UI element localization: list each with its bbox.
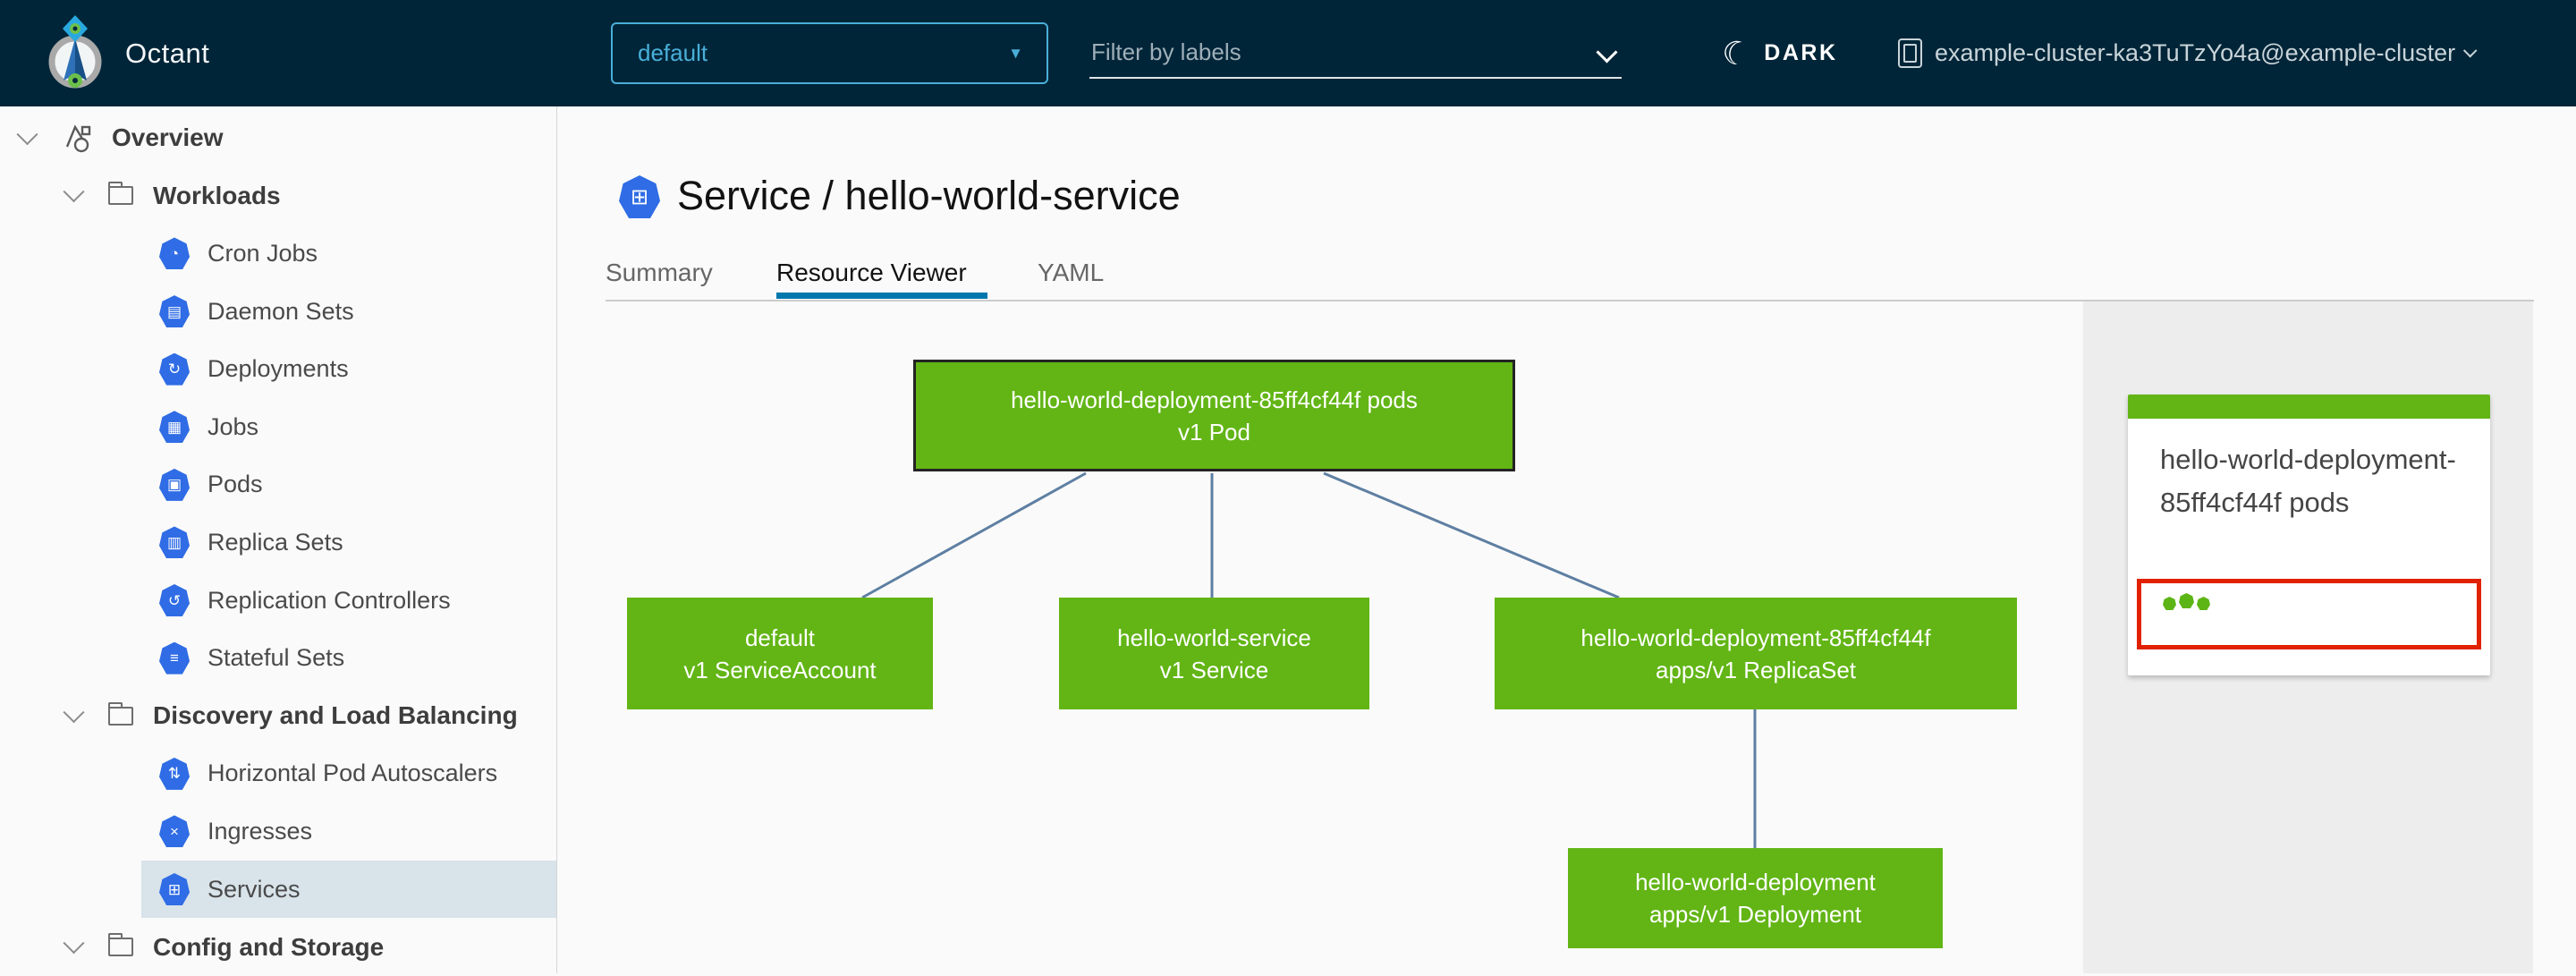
sidebar-item-replication-controllers[interactable]: ↺ Replication Controllers: [0, 572, 556, 630]
sidebar-item-discovery-and-load-balancing[interactable]: Discovery and Load Balancing: [0, 687, 556, 745]
sidebar-item-services[interactable]: ⊞ Services: [0, 861, 556, 919]
folder-icon: [108, 186, 133, 205]
sidebar-item-label: Pods: [208, 471, 263, 498]
sidebar-item-label: Stateful Sets: [208, 644, 344, 672]
sidebar-item-label: Horizontal Pod Autoscalers: [208, 760, 497, 787]
sidebar-item-label: Replica Sets: [208, 529, 343, 556]
sidebar-item-replica-sets[interactable]: ▥ Replica Sets: [0, 513, 556, 572]
chevron-down-icon[interactable]: [63, 701, 84, 723]
tab-yaml[interactable]: YAML: [1038, 253, 1104, 293]
ingresses-icon: ×: [159, 815, 190, 847]
octant-logo: [47, 12, 104, 95]
node-kind: apps/v1 Deployment: [1568, 898, 1943, 930]
node-kind: v1 Pod: [916, 416, 1513, 448]
node-kind: v1 Service: [1059, 654, 1369, 686]
cluster-icon: [1898, 38, 1922, 68]
chevron-down-icon: [2463, 44, 2478, 58]
sidebar-item-pods[interactable]: ▣ Pods: [0, 456, 556, 514]
pod-ok-icon: [2163, 597, 2176, 610]
sidebar-item-horizontal-pod-autoscalers[interactable]: ⇅ Horizontal Pod Autoscalers: [0, 745, 556, 803]
objects-icon: [62, 122, 94, 154]
deployments-icon: ↻: [159, 353, 190, 386]
app-header: Octant default ▼ ☾ DARK example-cluster-…: [0, 0, 2576, 106]
tab-resource-viewer[interactable]: Resource Viewer: [776, 253, 967, 293]
graph-node-pod[interactable]: hello-world-deployment-85ff4cf44f pods v…: [913, 360, 1515, 471]
sidebar-item-ingresses[interactable]: × Ingresses: [0, 802, 556, 861]
stateful-sets-icon: ≡: [159, 642, 190, 675]
sidebar-item-daemon-sets[interactable]: ▤ Daemon Sets: [0, 283, 556, 341]
tab-summary[interactable]: Summary: [606, 253, 713, 293]
graph-node-deployment[interactable]: hello-world-deployment apps/v1 Deploymen…: [1568, 848, 1943, 948]
sidebar-item-label: Services: [208, 876, 301, 904]
replication-controllers-icon: ↺: [159, 584, 190, 616]
node-label: hello-world-deployment-85ff4cf44f pods: [916, 384, 1513, 416]
sidebar-item-overview[interactable]: Overview: [0, 109, 556, 167]
node-label: default: [627, 622, 933, 654]
sidebar-item-label: Jobs: [208, 413, 258, 441]
detail-card: hello-world-deployment-85ff4cf44f pods: [2128, 395, 2490, 675]
active-tab-underline: [776, 293, 987, 299]
services-icon: ⊞: [159, 873, 190, 905]
moon-icon: ☾: [1719, 35, 1754, 72]
pod-status-box[interactable]: [2137, 579, 2481, 649]
main-content: ⊞ Service / hello-world-service Summary …: [558, 106, 2576, 973]
node-label: hello-world-deployment: [1568, 866, 1943, 898]
graph-node-replicaset[interactable]: hello-world-deployment-85ff4cf44f apps/v…: [1495, 598, 2017, 709]
node-kind: v1 ServiceAccount: [627, 654, 933, 686]
theme-toggle-button[interactable]: ☾ DARK: [1722, 0, 1838, 106]
sidebar-item-stateful-sets[interactable]: ≡ Stateful Sets: [0, 629, 556, 687]
cron-jobs-icon: ◔: [159, 237, 190, 269]
sidebar-item-label: Daemon Sets: [208, 298, 354, 326]
chevron-down-icon[interactable]: [63, 932, 84, 954]
detail-card-status-bar: [2128, 395, 2490, 419]
sidebar-item-label: Overview: [112, 123, 224, 152]
node-kind: apps/v1 ReplicaSet: [1495, 654, 2017, 686]
sidebar-item-label: Discovery and Load Balancing: [153, 701, 518, 730]
sidebar-item-workloads[interactable]: Workloads: [0, 167, 556, 225]
daemon-sets-icon: ▤: [159, 295, 190, 327]
sidebar-item-label: Config and Storage: [153, 933, 384, 962]
node-label: hello-world-service: [1059, 622, 1369, 654]
sidebar-item-config-and-storage[interactable]: Config and Storage: [0, 918, 556, 976]
cluster-context-selector[interactable]: example-cluster-ka3TuTzYo4a@example-clus…: [1898, 0, 2478, 106]
chevron-down-icon[interactable]: [1596, 41, 1617, 63]
sidebar-item-jobs[interactable]: ▦ Jobs: [0, 398, 556, 456]
replica-sets-icon: ▥: [159, 526, 190, 558]
sidebar-item-label: Cron Jobs: [208, 240, 318, 267]
folder-icon: [108, 707, 133, 726]
chevron-down-icon[interactable]: [16, 123, 38, 145]
cluster-context-label: example-cluster-ka3TuTzYo4a@example-clus…: [1935, 39, 2455, 67]
app-title: Octant: [125, 0, 209, 106]
sidebar-item-label: Workloads: [153, 182, 281, 210]
node-label: hello-world-deployment-85ff4cf44f: [1495, 622, 2017, 654]
graph-node-service[interactable]: hello-world-service v1 Service: [1059, 598, 1369, 709]
sidebar-item-label: Replication Controllers: [208, 587, 451, 615]
detail-panel: hello-world-deployment-85ff4cf44f pods: [2083, 301, 2533, 973]
folder-icon: [108, 938, 133, 956]
sidebar-item-label: Deployments: [208, 355, 349, 383]
service-icon: ⊞: [619, 175, 660, 218]
caret-down-icon: ▼: [1008, 24, 1023, 82]
sidebar-nav: Overview Workloads ◔ Cron Jobs ▤ Daemon …: [0, 106, 557, 973]
graph-node-serviceaccount[interactable]: default v1 ServiceAccount: [627, 598, 933, 709]
theme-toggle-label: DARK: [1764, 40, 1837, 66]
page-title: Service / hello-world-service: [677, 173, 1181, 219]
sidebar-item-cron-jobs[interactable]: ◔ Cron Jobs: [0, 225, 556, 283]
hpa-icon: ⇅: [159, 758, 190, 790]
label-filter-input[interactable]: [1091, 32, 1556, 72]
jobs-icon: ▦: [159, 411, 190, 443]
chevron-down-icon[interactable]: [63, 182, 84, 203]
detail-card-title: hello-world-deployment-85ff4cf44f pods: [2160, 438, 2458, 524]
pod-ok-icon: [2197, 597, 2210, 610]
sidebar-item-label: Ingresses: [208, 818, 312, 845]
namespace-value: default: [638, 24, 708, 82]
label-filter: [1089, 27, 1622, 79]
namespace-dropdown[interactable]: default ▼: [611, 22, 1048, 84]
pods-icon: ▣: [159, 469, 190, 501]
pod-ok-icon: [2179, 593, 2194, 608]
sidebar-item-deployments[interactable]: ↻ Deployments: [0, 340, 556, 398]
